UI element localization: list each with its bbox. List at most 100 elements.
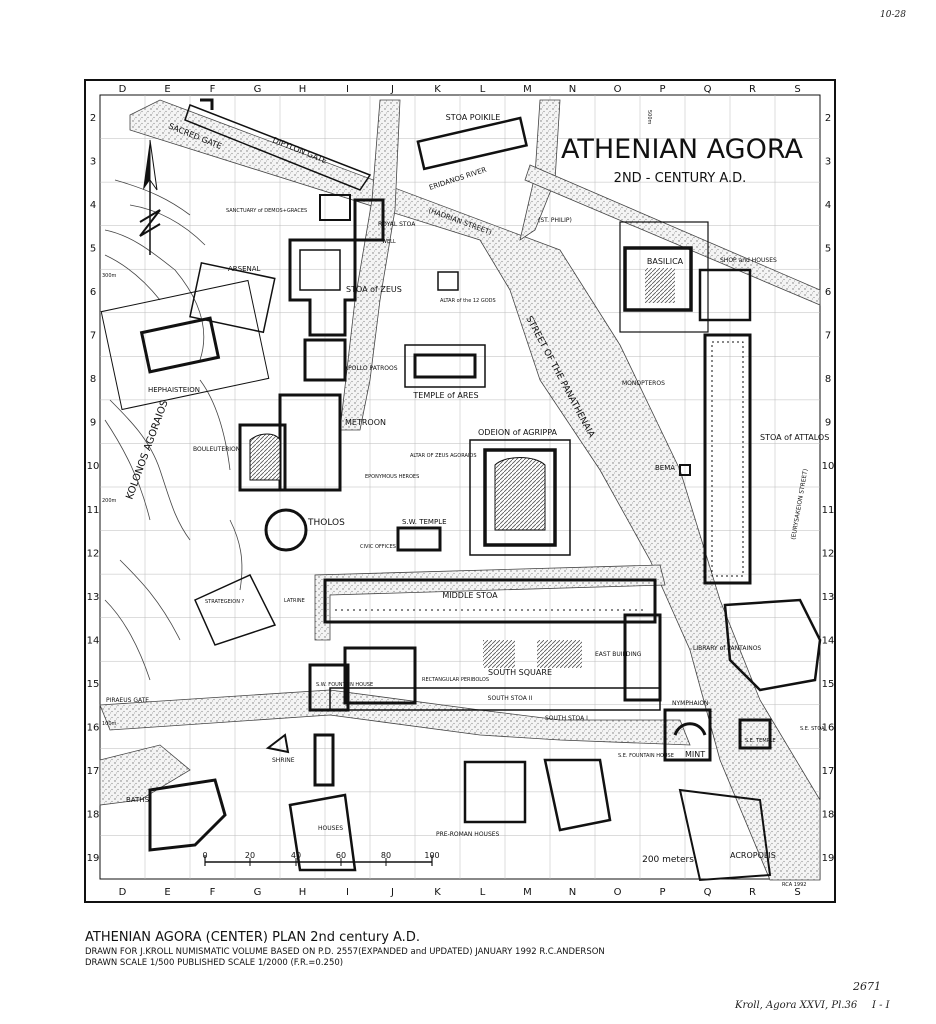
label-monopteros: MONOPTEROS [622,380,665,387]
label-sanctuary: SANCTUARY of DEMOS+GRACES [226,208,307,214]
label-pre-roman: PRE-ROMAN HOUSES [436,831,500,838]
column-label-bottom: R [749,887,756,898]
column-label-bottom: I [346,887,349,898]
row-label-right: 16 [822,723,835,734]
row-label-right: 11 [822,505,835,516]
scale-tick-40: 40 [291,851,301,860]
column-label-top: D [119,84,127,95]
scale-tick-80: 80 [381,851,391,860]
column-label-bottom: F [210,887,216,898]
column-label-top: G [254,84,262,95]
label-odeion: ODEION of AGRIPPA [478,428,558,437]
label-hephaisteion: HEPHAISTEION [148,386,200,394]
scale-tick-20: 20 [245,851,255,860]
row-label-left: 13 [87,592,100,603]
column-label-top: M [523,84,532,95]
contour-300: 300m [102,273,117,279]
label-bouleuterion: BOULEUTERION [193,446,240,453]
label-metroon: METROON [345,418,386,427]
column-label-top: O [614,84,622,95]
piraeus-road [99,744,191,806]
row-label-left: 6 [90,287,96,298]
row-label-right: 13 [822,592,835,603]
label-middle-stoa: MIDDLE STOA [442,591,498,600]
scale-tick-60: 60 [336,851,346,860]
contour-200: 200m [102,498,117,504]
column-label-top: F [210,84,216,95]
column-label-bottom: H [299,887,307,898]
column-label-bottom: G [254,887,262,898]
column-label-top: H [299,84,307,95]
scale-tick-0: 0 [202,851,207,860]
label-altar-zeus: ALTAR OF ZEUS AGORAIOS [410,453,477,459]
label-se-stoa: S.E. STOA [800,726,825,732]
row-label-right: 12 [822,548,835,559]
middle-road [314,564,666,641]
label-royal-stoa: ROYAL STOA [378,221,416,228]
label-st-philip: (ST. PHILIP) [538,217,572,224]
scale-tick-100: 100 [424,851,439,860]
label-shrine: SHRINE [272,757,295,764]
annotation-top-right: 10-28 [880,10,906,20]
column-label-bottom: Q [704,887,712,898]
row-label-right: 19 [822,853,835,864]
label-tholos: THOLOS [307,518,345,528]
label-east-building: EAST BUILDING [595,651,642,658]
label-basilica: BASILICA [647,257,684,266]
row-label-right: 14 [822,635,835,646]
row-label-left: 2 [90,113,96,124]
column-label-bottom: L [480,887,486,898]
row-label-right: 15 [822,679,835,690]
row-label-left: 14 [87,635,100,646]
label-mint: MINT [685,750,705,759]
column-label-bottom: J [390,887,394,898]
row-label-left: 17 [87,766,100,777]
row-label-right: 5 [825,243,831,254]
label-well: WELL [382,239,396,245]
row-label-right: 2 [825,113,831,124]
annotation-reference: Kroll, Agora XXVI, Pl.36 [735,1000,858,1011]
column-label-bottom: S [794,887,800,898]
row-label-left: 10 [87,461,100,472]
row-label-right: 3 [825,156,831,167]
column-label-top: J [390,84,394,95]
panathenaic-way [129,99,821,881]
label-south-stoa-ii: SOUTH STOA II [488,695,533,702]
label-initials: RCA 1992 [782,882,806,888]
row-label-left: 3 [90,156,96,167]
row-label-left: 15 [87,679,100,690]
row-label-left: 4 [90,200,96,211]
contour-100: 100m [102,721,117,727]
label-sw-fountain: S.W. FOUNTAIN HOUSE [316,682,373,688]
label-stoa-attalos: STOA of ATTALOS [760,433,829,442]
label-latrine: LATRINE [284,598,305,604]
annotation-page: I - I [872,1000,890,1011]
north-arrow-icon [139,139,161,255]
label-library: LIBRARY of PANTAINOS [693,645,761,652]
footer-title: ATHENIAN AGORA (CENTER) PLAN 2nd century… [85,930,420,945]
footer-line-1: DRAWN FOR J.KROLL NUMISMATIC VOLUME BASE… [85,947,605,957]
label-south-stoa-i: SOUTH STOA I [545,715,588,722]
label-houses: HOUSES [318,825,343,832]
label-apollo-patroos: APOLLO PATROOS [344,365,398,372]
row-label-right: 10 [822,461,835,472]
label-nymphaion: NYMPHAION [672,700,709,707]
label-sw-temple: S.W. TEMPLE [402,518,447,526]
label-shop-houses: SHOP and HOUSES [720,257,777,264]
column-label-top: L [480,84,486,95]
buildings [100,98,822,882]
column-label-bottom: M [523,887,532,898]
column-label-top: E [164,84,170,95]
row-label-left: 8 [90,374,96,385]
row-label-right: 17 [822,766,835,777]
label-bema: BEMA [655,464,675,472]
row-label-right: 8 [825,374,831,385]
label-se-fountain: S.E. FOUNTAIN HOUSE [618,753,674,759]
column-label-bottom: P [659,887,665,898]
column-label-bottom: N [569,887,576,898]
